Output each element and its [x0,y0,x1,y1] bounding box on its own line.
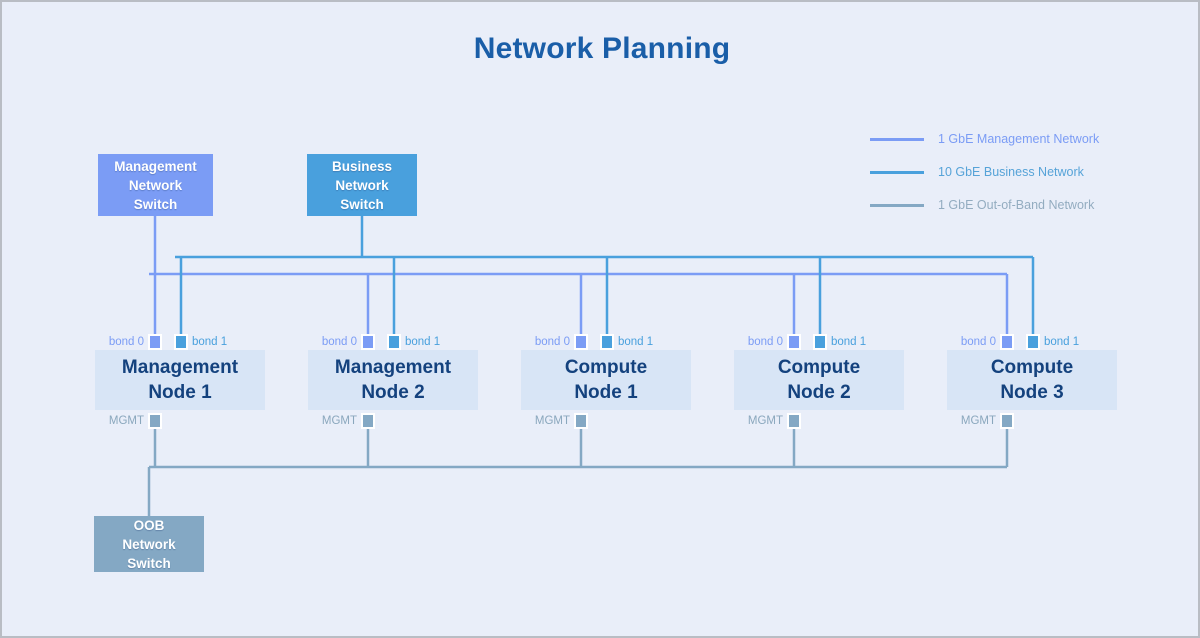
node-label-line: Management [121,357,239,378]
node-label-line: Node 2 [787,382,851,403]
node-label-line: Management [334,357,452,378]
switch-label-line: OOB [133,517,165,533]
switch-label-line: Network [335,177,389,193]
node-label-line: Compute [777,357,861,378]
port-bond0[interactable] [1000,334,1014,350]
port-bond0-label: bond 0 [321,336,357,348]
node-label-line: Node 2 [361,382,425,403]
switch-label-line: Business [331,158,393,174]
port-bond0-label: bond 0 [960,336,996,348]
switch-label-line: Network [128,177,183,193]
port-bond1[interactable] [387,334,401,350]
legend-item-label: 10 GbE Business Network [938,165,1084,179]
port-mgmt-label: MGMT [534,415,570,427]
legend-item-label: 1 GbE Out-of-Band Network [938,198,1095,212]
port-bond0[interactable] [361,334,375,350]
port-bond1[interactable] [174,334,188,350]
port-bond1[interactable] [600,334,614,350]
switch-label-line: Network [122,536,176,552]
legend-swatch-line [870,170,924,174]
port-bond1[interactable] [813,334,827,350]
port-bond0-label: bond 0 [534,336,570,348]
port-bond0[interactable] [787,334,801,350]
port-mgmt[interactable] [1000,413,1014,429]
port-mgmt[interactable] [148,413,162,429]
port-mgmt-label: MGMT [108,415,144,427]
port-bond0[interactable] [574,334,588,350]
node-label-line: Node 1 [148,382,212,403]
switch-label-line: Management [114,158,197,174]
port-bond0-label: bond 0 [747,336,783,348]
legend-item: 1 GbE Management Network [870,128,1140,150]
port-mgmt-label: MGMT [321,415,357,427]
legend: 1 GbE Management Network 10 GbE Business … [870,128,1140,227]
switch-label-line: Switch [340,196,384,212]
node-label-line: Compute [564,357,648,378]
port-bond1-label: bond 1 [1044,336,1080,348]
port-mgmt[interactable] [361,413,375,429]
legend-swatch-line [870,137,924,141]
port-mgmt-label: MGMT [960,415,996,427]
port-bond1-label: bond 1 [405,336,441,348]
legend-item-label: 1 GbE Management Network [938,132,1100,146]
port-bond0-label: bond 0 [108,336,144,348]
port-bond1-label: bond 1 [831,336,867,348]
node-label-line: Node 1 [574,382,638,403]
legend-swatch-line [870,203,924,207]
port-bond0[interactable] [148,334,162,350]
node-label-line: Node 3 [1000,382,1064,403]
port-mgmt[interactable] [787,413,801,429]
page-title: Network Planning [473,32,731,65]
port-mgmt-label: MGMT [747,415,783,427]
legend-item: 10 GbE Business Network [870,161,1140,183]
port-bond1-label: bond 1 [192,336,228,348]
switch-label-line: Switch [127,555,171,571]
port-bond1-label: bond 1 [618,336,654,348]
legend-item: 1 GbE Out-of-Band Network [870,194,1140,216]
node-label-line: Compute [990,357,1074,378]
switch-label-line: Switch [133,196,178,212]
port-bond1[interactable] [1026,334,1040,350]
port-mgmt[interactable] [574,413,588,429]
